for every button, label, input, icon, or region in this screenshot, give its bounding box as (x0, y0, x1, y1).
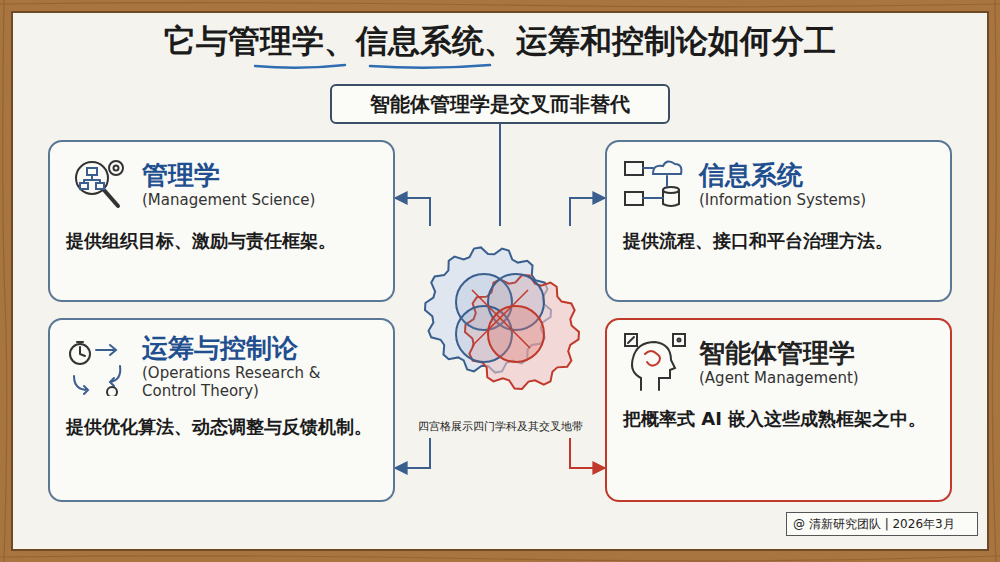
inner-arrows (472, 290, 530, 348)
discipline-heading: 信息系统 (699, 159, 866, 191)
title-underlines (255, 65, 490, 68)
panel-header: 管理学(Management Science) (66, 154, 377, 214)
discipline-heading: 管理学 (142, 159, 315, 191)
intersection-hub: 四宫格展示四门学科及其交叉地带 (410, 226, 590, 438)
panel-heading-group: 信息系统(Information Systems) (699, 159, 866, 209)
connector-arrow (570, 198, 605, 226)
gear-venn-illustration (410, 226, 590, 412)
discipline-description: 提供流程、接口和平台治理方法。 (623, 228, 934, 254)
connector-arrow (499, 124, 501, 226)
discipline-heading: 运筹与控制论 (142, 332, 377, 364)
discipline-description: 提供组织目标、激励与责任框架。 (66, 228, 377, 254)
discipline-icon (623, 154, 687, 214)
blue-gear (425, 247, 551, 372)
panel-heading-group: 智能体管理学(Agent Management) (699, 337, 859, 387)
discipline-panel: 信息系统(Information Systems) 提供流程、接口和平台治理方法。 (605, 140, 952, 302)
connector-arrow (395, 438, 430, 468)
panel-heading-group: 管理学(Management Science) (142, 159, 315, 209)
english-name: (Management Science) (142, 191, 315, 209)
page-title: 它与管理学、信息系统、运筹和控制论如何分工 (20, 20, 980, 62)
board-surface (12, 12, 988, 550)
discipline-icon (66, 154, 130, 214)
discipline-panel: 运筹与控制论(Operations Research & Control The… (48, 318, 395, 502)
english-name: (Information Systems) (699, 191, 866, 209)
discipline-icon (623, 332, 687, 392)
subtitle-box: 智能体管理学是交叉而非替代 (330, 84, 670, 124)
panel-heading-group: 运筹与控制论(Operations Research & Control The… (142, 332, 377, 400)
caption-holder: 四宫格展示四门学科及其交叉地带 (410, 420, 590, 434)
panel-header: 智能体管理学(Agent Management) (623, 332, 934, 392)
english-name: (Agent Management) (699, 369, 859, 387)
illustration-caption: 四宫格展示四门学科及其交叉地带 (416, 420, 585, 433)
discipline-panel: 智能体管理学(Agent Management) 把概率式 AI 嵌入这些成熟框架… (605, 318, 952, 502)
discipline-description: 提供优化算法、动态调整与反馈机制。 (66, 414, 377, 440)
panel-header: 运筹与控制论(Operations Research & Control The… (66, 332, 377, 400)
discipline-icon (66, 336, 130, 396)
discipline-panel: 管理学(Management Science) 提供组织目标、激励与责任框架。 (48, 140, 395, 302)
english-name: (Operations Research & Control Theory) (142, 364, 377, 400)
discipline-description: 把概率式 AI 嵌入这些成熟框架之中。 (623, 406, 934, 432)
subtitle-text: 智能体管理学是交叉而非替代 (370, 91, 630, 118)
credit-text: @ 清新研究团队 | 2026年3月 (793, 514, 955, 534)
connector-arrow (395, 198, 430, 226)
credit-box: @ 清新研究团队 | 2026年3月 (786, 512, 978, 536)
connector-arrow (570, 438, 605, 468)
discipline-heading: 智能体管理学 (699, 337, 859, 369)
panel-header: 信息系统(Information Systems) (623, 154, 934, 214)
